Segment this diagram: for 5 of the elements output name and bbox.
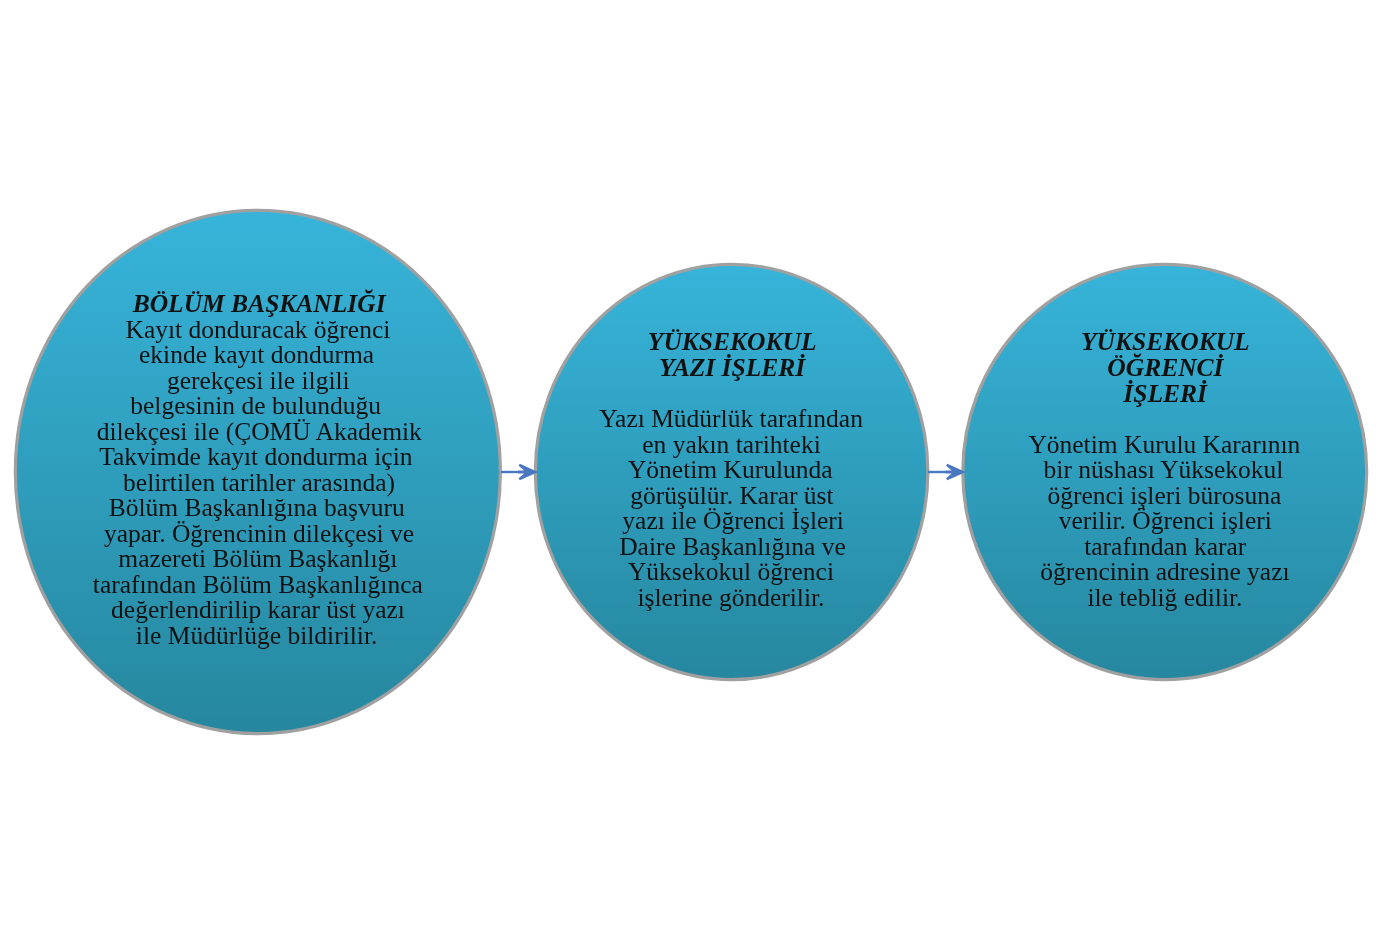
node-circle: YÜKSEKOKUL YAZI İŞLERİ Yazı Müdürlük tarafından en yakın tarihteki Yönetim Kurulunda görüşülür. Karar üst yazı ile Öğrenci İşleri Daire Başkanlığına ve Yüksekokul öğrenci işlerine gönderilir. — [533, 262, 930, 681]
arrow — [928, 463, 964, 480]
node-circle: YÜKSEKOKUL ÖĞRENCİ İŞLERİ Yönetim Kurulu Kararının bir nüshası Yüksekokul öğrenci işleri bürosuna verilir. Öğrenci işleri tarafından karar öğrencinin adresine yazı ile tebliğ edilir. — [961, 262, 1369, 681]
node-circle: BÖLÜM BAŞKANLIĞI Kayıt donduracak öğrenci ekinde kayıt dondurma gerekçesi ile ilgili belgesinin de bulunduğu dilekçesi ile (ÇOMÜ Akademik Takvimde kayıt dondurma için belirtilen tarihler arasında) Bölüm Başkanlığına başvuru yapar. Öğrencinin dilekçesi ve mazereti Bölüm Başkanlığı tarafından Bölüm Başkanlığınca değerlendirilip karar üst yazı ile Müdürlüğe bildirilir. — [13, 208, 502, 735]
arrow — [500, 463, 537, 480]
